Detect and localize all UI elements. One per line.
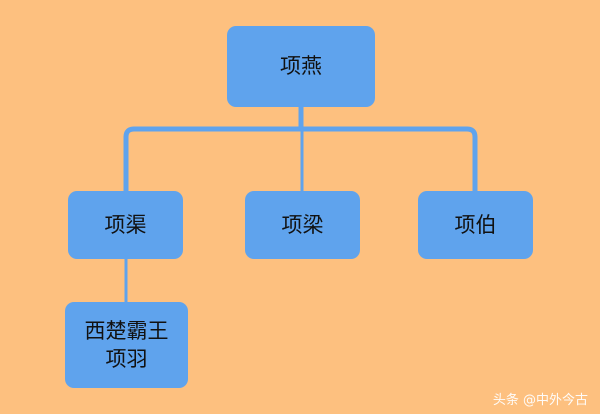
watermark: 头条 @中外今古 [492,393,588,408]
node-label: 项燕 [280,54,322,79]
node-xiang-bo: 项伯 [418,191,533,259]
node-label: 项渠 [104,212,147,237]
node-xiang-yu: 西楚霸王 项羽 [65,302,188,388]
node-xiang-liang: 项梁 [245,191,360,259]
node-xiang-yan: 项燕 [227,26,375,107]
node-label: 项梁 [281,212,324,237]
node-label: 项伯 [454,212,497,237]
node-label-line-1: 西楚霸王 [84,318,169,343]
node-xiang-qu: 项渠 [68,191,183,259]
node-label-line-2: 项羽 [105,347,148,371]
